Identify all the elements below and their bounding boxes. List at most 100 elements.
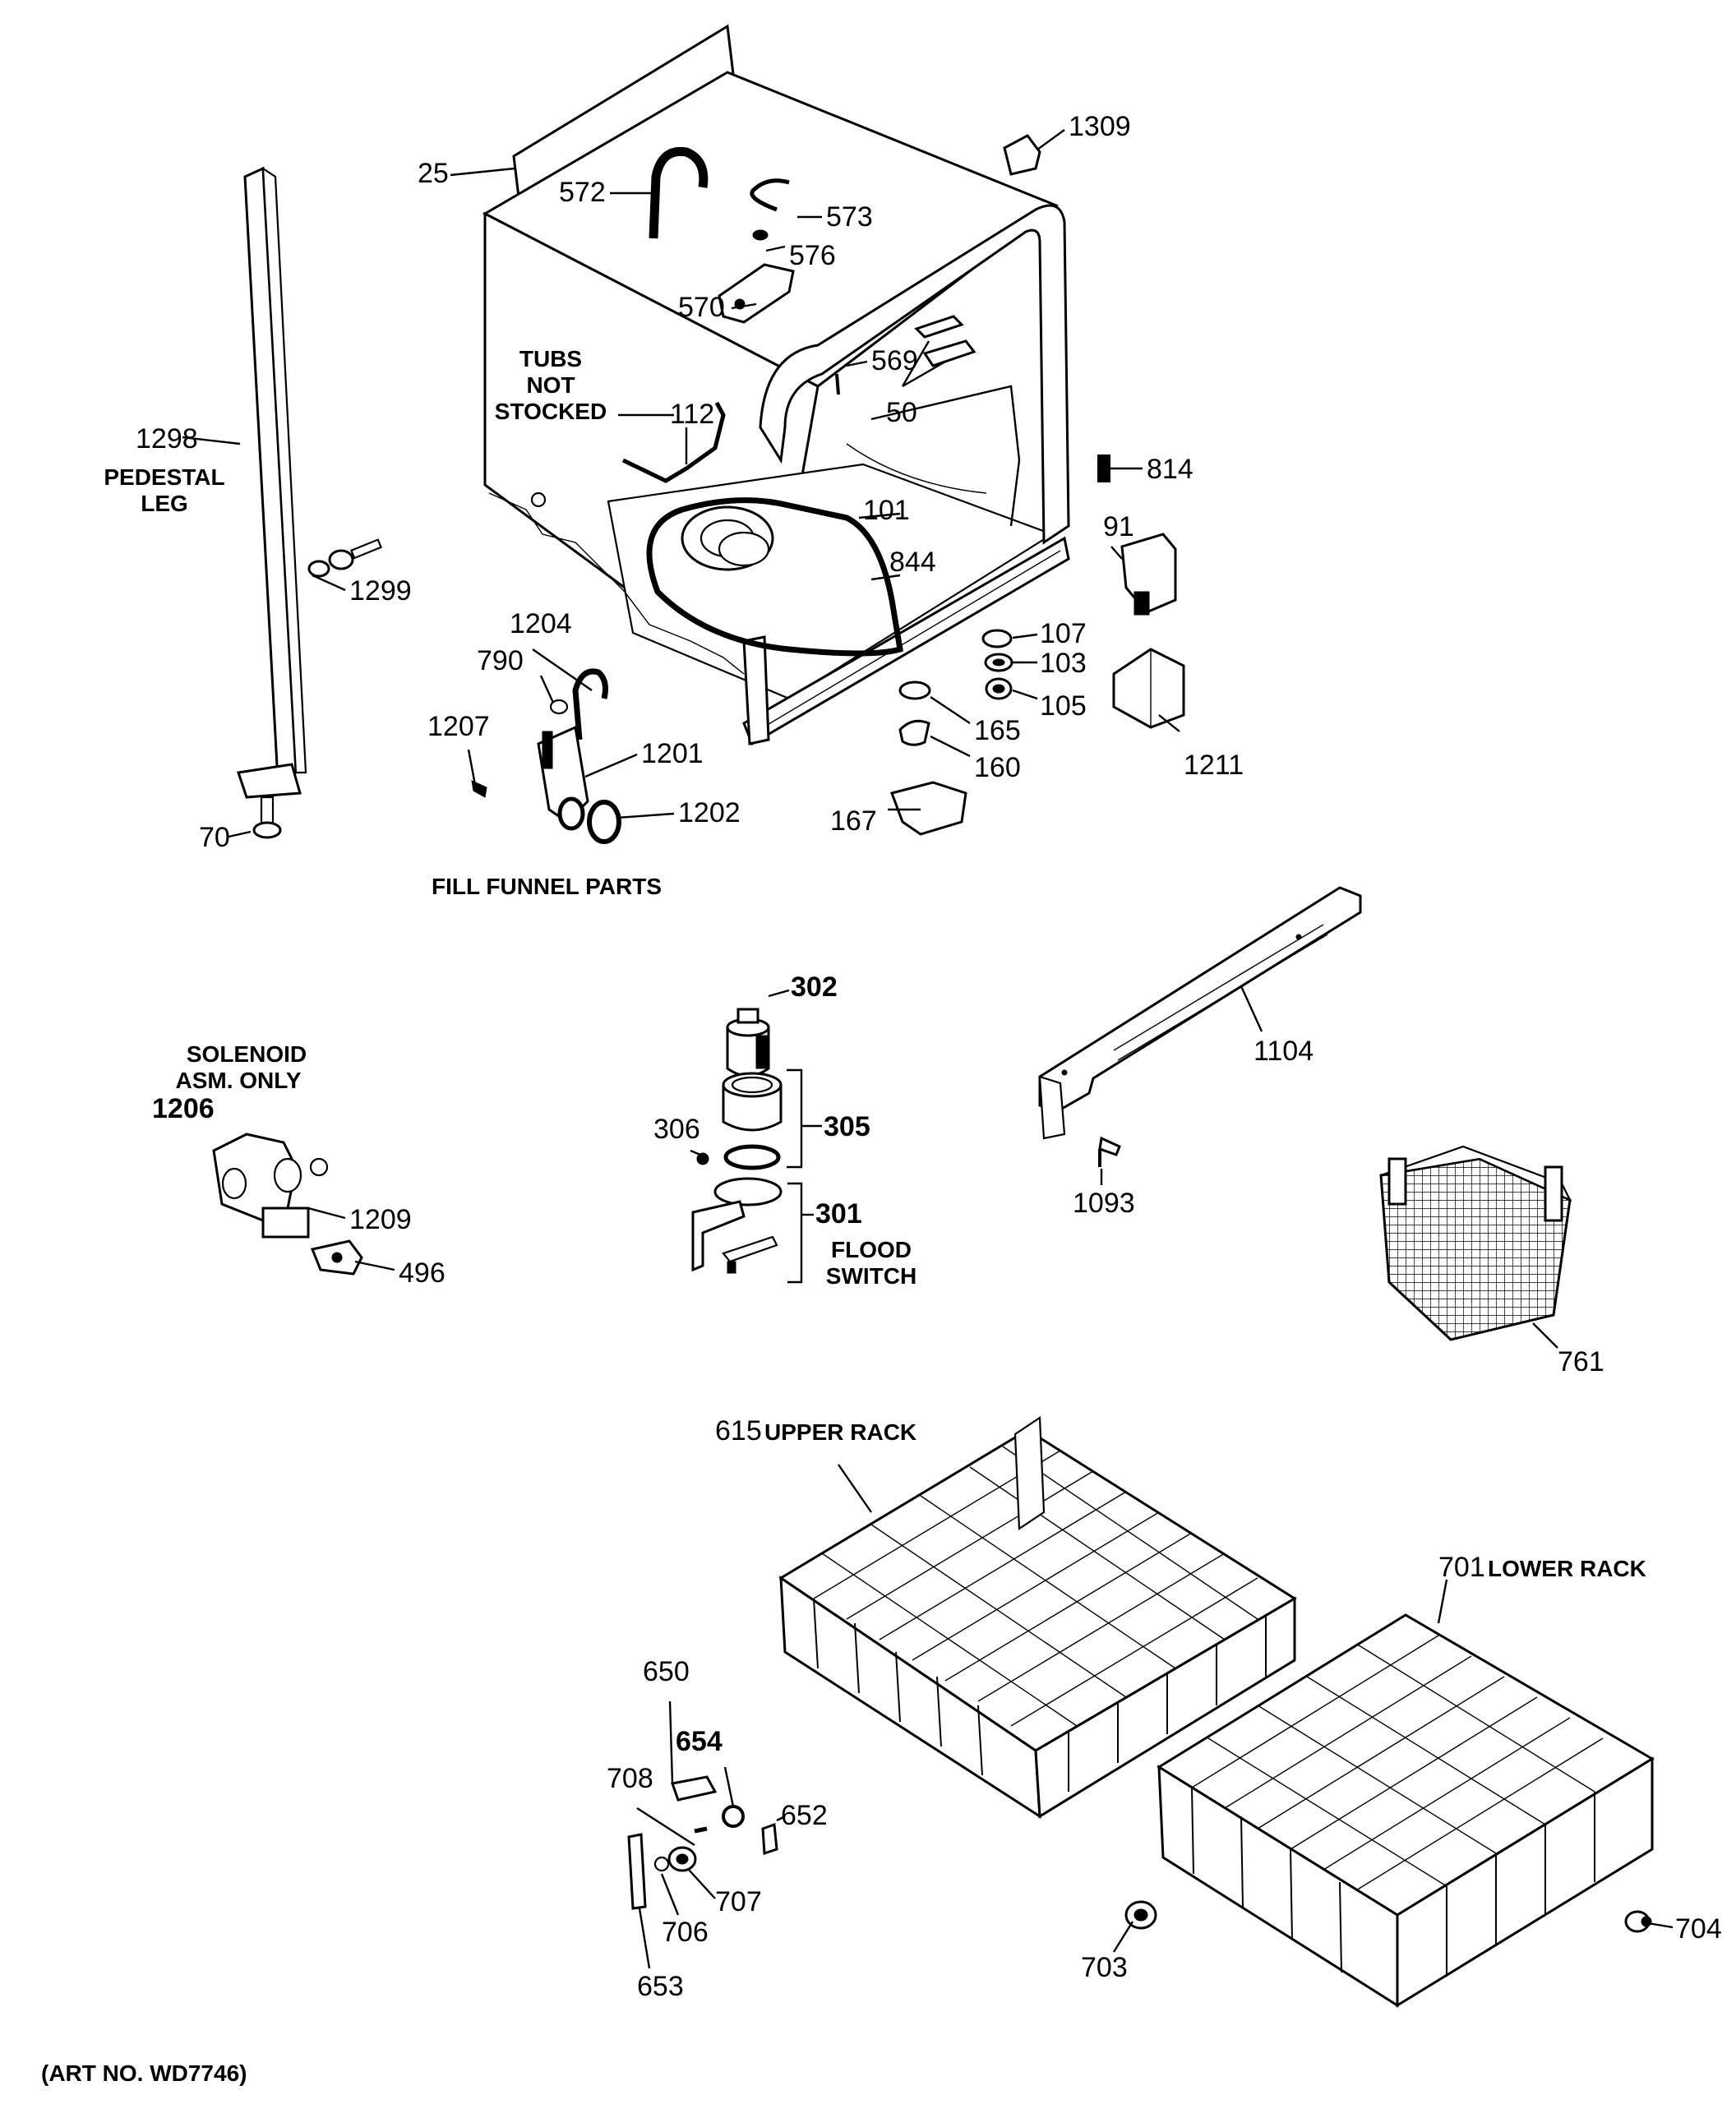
part-305-gasket	[723, 1144, 781, 1170]
label-1206: 1206	[152, 1093, 215, 1124]
part-50-hinge-upper	[914, 315, 964, 339]
caption-upper-rack: UPPER RACK	[764, 1419, 916, 1445]
part-573-clip	[750, 178, 790, 212]
caption-solenoid-line2: ASM. ONLY	[176, 1068, 302, 1093]
caption-tubs-line2: NOT	[526, 372, 575, 398]
label-790: 790	[477, 645, 524, 676]
label-101: 101	[863, 495, 910, 526]
label-1204: 1204	[510, 608, 572, 639]
label-653: 653	[637, 1971, 684, 2002]
part-305-cup	[722, 1085, 783, 1132]
part-numbers: 25 572 573 576 570 569 50 1309 112 101 8…	[136, 111, 1722, 2002]
part-615-upper-rack	[778, 1416, 1297, 1819]
label-814: 814	[1147, 454, 1194, 485]
part-652-clip	[761, 1822, 778, 1856]
part-1104-rail	[1038, 886, 1362, 1140]
leader-lines	[182, 129, 1674, 1969]
label-1201: 1201	[641, 738, 704, 769]
part-107-washer	[981, 629, 1013, 648]
part-1204-hook	[572, 668, 608, 741]
caption-tubs-line3: STOCKED	[495, 399, 607, 424]
label-1298: 1298	[136, 423, 198, 454]
label-576: 576	[789, 240, 836, 271]
label-701: 701	[1438, 1552, 1485, 1583]
captions: TUBS NOT STOCKED PEDESTAL LEG FILL FUNNE…	[41, 346, 1646, 2086]
caption-solenoid-line1: SOLENOID	[187, 1041, 307, 1067]
part-761-silverware-basket	[1379, 1145, 1572, 1341]
part-165-grommet	[898, 681, 931, 700]
label-573: 573	[826, 201, 873, 233]
part-112-pipe	[621, 401, 726, 483]
label-844: 844	[889, 547, 936, 578]
label-91: 91	[1103, 511, 1134, 542]
label-704: 704	[1675, 1913, 1722, 1945]
part-306-oring	[696, 1152, 709, 1165]
caption-flood-line1: FLOOD	[831, 1237, 912, 1262]
label-707: 707	[715, 1886, 762, 1917]
label-167: 167	[830, 805, 877, 837]
label-301: 301	[815, 1198, 862, 1230]
label-496: 496	[399, 1257, 446, 1289]
part-654-roller	[722, 1805, 745, 1828]
tub-assembly	[482, 24, 1070, 746]
label-706: 706	[662, 1917, 709, 1948]
label-703: 703	[1081, 1952, 1128, 1983]
label-112: 112	[670, 399, 714, 430]
label-105: 105	[1040, 690, 1087, 722]
label-1209: 1209	[349, 1204, 412, 1235]
label-761: 761	[1558, 1346, 1604, 1377]
part-1298-pedestal-leg	[237, 166, 307, 799]
part-1206-solenoid	[212, 1133, 329, 1239]
label-25: 25	[418, 158, 449, 189]
fill-funnel-assembly	[471, 668, 621, 844]
caption-flood-line2: SWITCH	[826, 1263, 916, 1289]
label-652: 652	[781, 1800, 828, 1831]
label-654: 654	[676, 1726, 723, 1757]
label-165: 165	[974, 715, 1021, 746]
caption-tubs-line1: TUBS	[519, 346, 582, 371]
part-167-bracket	[890, 781, 967, 836]
part-1207-screw	[471, 780, 487, 798]
part-101-channel	[646, 497, 903, 657]
label-615: 615	[715, 1415, 762, 1446]
label-572: 572	[559, 177, 606, 208]
label-570: 570	[678, 292, 725, 323]
part-1202-ring	[587, 800, 621, 844]
part-576-washer	[752, 229, 769, 241]
part-814-spring	[1097, 454, 1110, 482]
part-572-hose	[649, 146, 709, 239]
part-653-plate	[627, 1833, 647, 1910]
label-569: 569	[871, 345, 918, 376]
part-703-wheel	[1124, 1900, 1157, 1930]
label-70: 70	[199, 822, 230, 853]
label-107: 107	[1040, 618, 1087, 649]
label-650: 650	[643, 1656, 690, 1687]
part-301-switch-plate	[713, 1177, 783, 1207]
label-50: 50	[886, 397, 917, 428]
label-305: 305	[824, 1111, 870, 1142]
part-1299-bolt-set	[307, 538, 382, 578]
label-708: 708	[607, 1763, 653, 1794]
part-70-screw	[252, 796, 282, 839]
part-50-hinge-lower	[922, 339, 976, 367]
label-1104: 1104	[1254, 1036, 1314, 1067]
caption-lower-rack: LOWER RACK	[1488, 1556, 1646, 1581]
tub-front-leg	[742, 635, 770, 745]
flood-switch-assembly	[691, 1008, 783, 1274]
label-1093: 1093	[1073, 1188, 1135, 1219]
caption-pedestal-line1: PEDESTAL	[104, 464, 224, 490]
part-701-lower-rack	[1157, 1613, 1655, 2008]
caption-pedestal-line2: LEG	[141, 491, 188, 516]
label-306: 306	[653, 1114, 700, 1145]
tub-door-frame	[759, 204, 1070, 545]
part-1211-bracket	[1112, 648, 1185, 729]
label-103: 103	[1040, 648, 1087, 679]
part-160-clip	[898, 719, 930, 746]
caption-art-number: (ART NO. WD7746)	[41, 2060, 247, 2086]
part-1093-screw	[1098, 1136, 1121, 1156]
part-790-ring	[549, 699, 569, 715]
label-1202: 1202	[678, 797, 741, 828]
part-650-bracket	[671, 1775, 718, 1802]
caption-fill-funnel-parts: FILL FUNNEL PARTS	[432, 874, 662, 899]
